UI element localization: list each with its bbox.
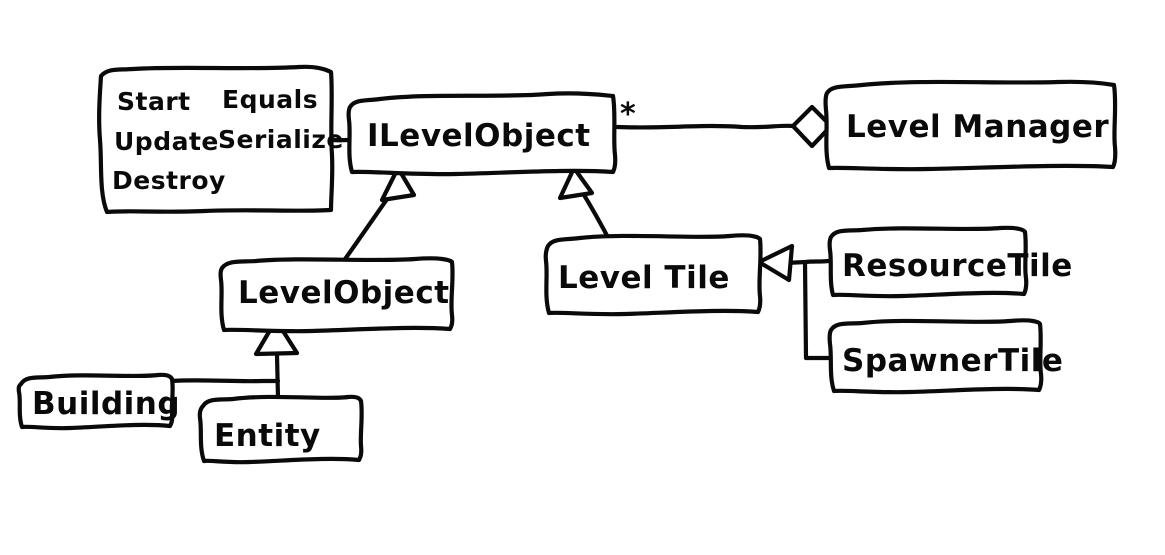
member-update: Update: [114, 127, 219, 156]
generalization-triangle-levelobject-icon: [253, 317, 300, 357]
ilevelobject-outline: [346, 91, 618, 177]
generalization-triangle-leveltile-icon: [756, 243, 795, 283]
spawnertile-outline: [827, 318, 1044, 395]
realization-triangle-leveltile-icon: [557, 165, 595, 201]
spawnertile-label: SpawnerTile: [842, 343, 1063, 379]
class-box-building[interactable]: Building: [16, 372, 180, 431]
levelobject-label: LevelObject: [238, 275, 450, 311]
member-start: Start: [117, 87, 191, 116]
building-label: Building: [32, 386, 180, 422]
members-note-outline: [97, 64, 335, 215]
building-outline: [16, 372, 175, 431]
class-box-resourcetile[interactable]: ResourceTile: [827, 225, 1073, 299]
entity-label: Entity: [214, 418, 321, 454]
class-box-levelmanager[interactable]: Level Manager: [823, 79, 1118, 172]
class-box-leveltile[interactable]: Level Tile: [543, 233, 763, 317]
class-box-ilevelobject[interactable]: ILevelObject: [346, 91, 618, 177]
class-box-levelobject[interactable]: LevelObject: [218, 256, 455, 334]
leveltile-outline: [543, 233, 763, 317]
levelobject-outline: [218, 256, 455, 334]
realization-triangle-levelobject-icon: [379, 165, 417, 203]
multiplicity-star: *: [620, 97, 636, 132]
member-serialize: Serialize: [218, 125, 344, 154]
resourcetile-outline: [827, 225, 1029, 299]
levelmanager-label: Level Manager: [846, 109, 1109, 145]
class-box-spawnertile[interactable]: SpawnerTile: [827, 318, 1064, 395]
member-destroy: Destroy: [112, 166, 226, 195]
member-equals: Equals: [222, 85, 318, 114]
connector-entity-to-levelobject: [274, 352, 281, 401]
connector-ilevelobject-to-levelmanager: [614, 123, 796, 130]
entity-outline: [197, 394, 364, 465]
class-box-entity[interactable]: Entity: [197, 394, 364, 465]
levelmanager-outline: [823, 79, 1118, 172]
connector-spawnertile-to-leveltile: [802, 259, 831, 361]
members-note-box[interactable]: Start Equals Update Serialize Destroy: [97, 64, 344, 215]
leveltile-label: Level Tile: [558, 260, 730, 296]
ilevelobject-label: ILevelObject: [367, 118, 591, 154]
connector-levelobject-to-ilevelobject: [340, 189, 395, 265]
resourcetile-label: ResourceTile: [842, 248, 1073, 284]
connector-building-to-riser: [168, 378, 281, 384]
